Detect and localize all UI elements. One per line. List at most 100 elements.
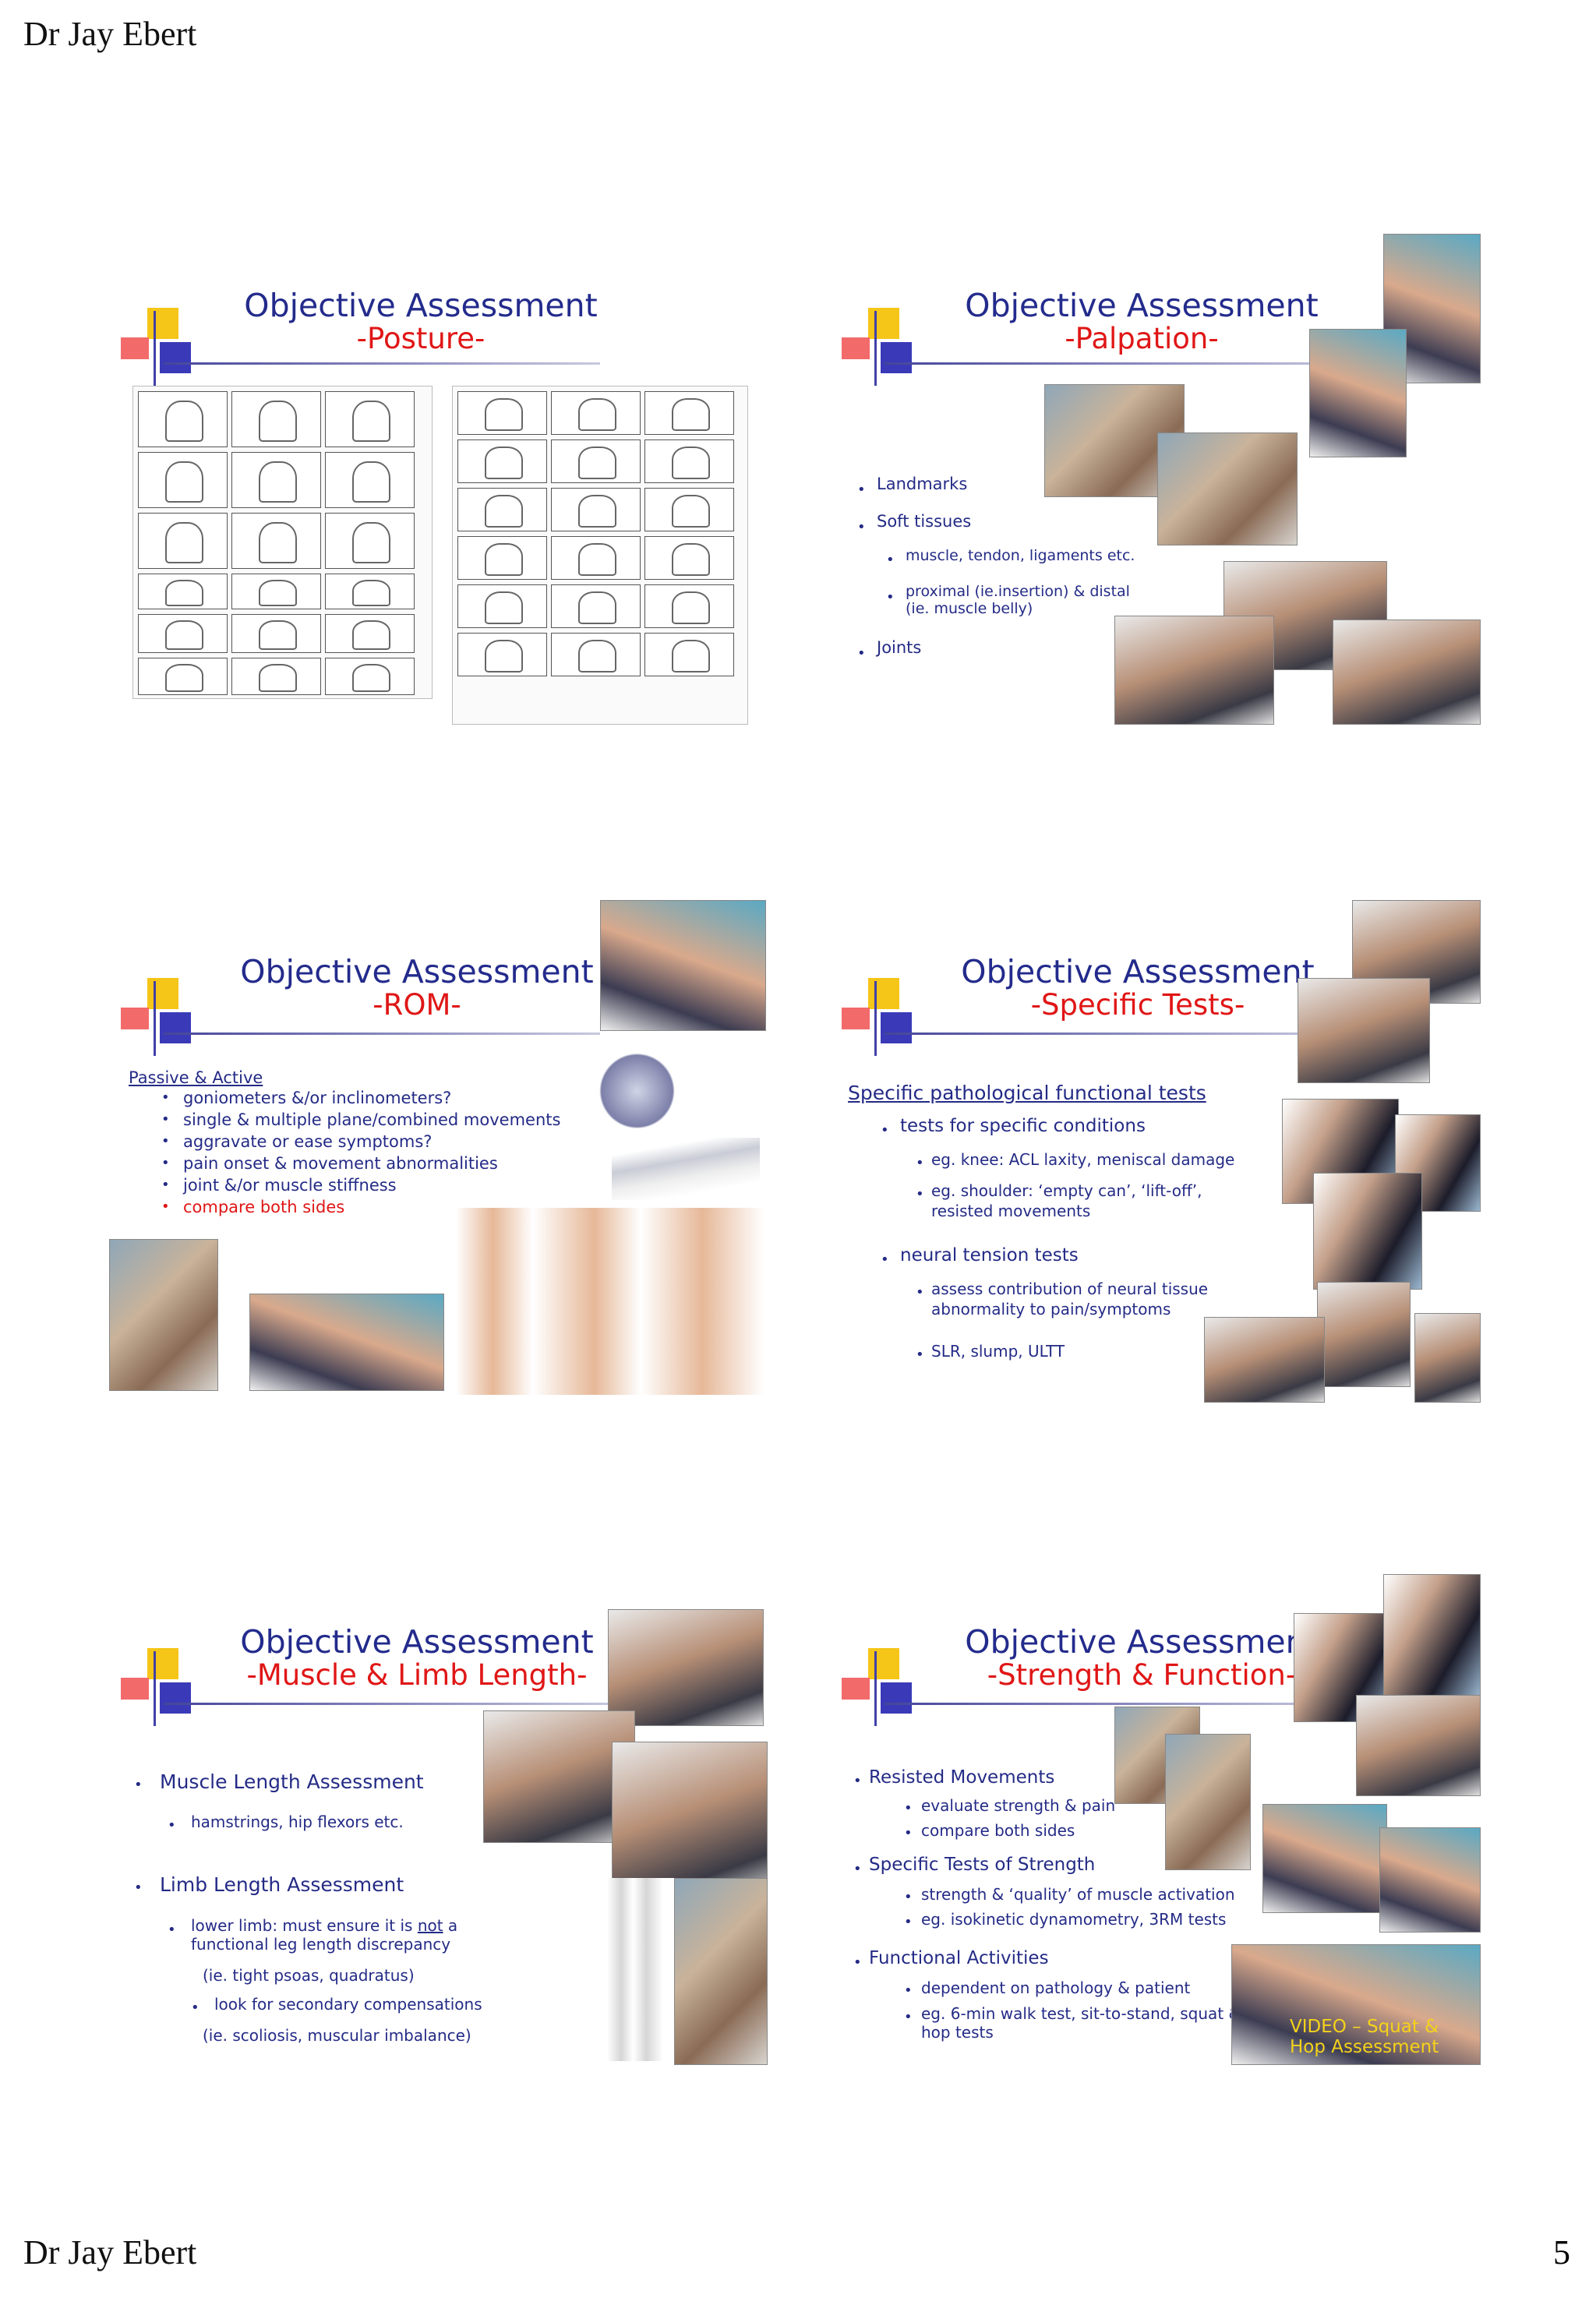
- slide-specific-tests: Objective Assessment -Specific Tests- Sp…: [842, 900, 1527, 1403]
- spine-illustration: [588, 1878, 682, 2061]
- slide-divider: [885, 1703, 1352, 1705]
- limb-text-part: lower limb: must ensure it is: [191, 1916, 418, 1935]
- slide-title: Objective Assessment: [240, 1623, 594, 1661]
- posture-chart-image-2: [452, 386, 748, 725]
- shoulder-rom-illustration: [456, 1208, 764, 1395]
- bullet-text: eg. knee: ACL laxity, meniscal damage: [931, 1150, 1235, 1169]
- slide-divider: [885, 1033, 1344, 1035]
- slide-title: Objective Assessment: [965, 1623, 1319, 1661]
- spine-palpation-photo: [1114, 616, 1274, 725]
- slide-title: Objective Assessment: [961, 953, 1315, 990]
- slide-logo: [842, 1648, 920, 1726]
- bullet-text: Soft tissues: [877, 512, 972, 531]
- goniometer-image: [612, 1138, 760, 1200]
- slide-subtitle: -Muscle & Limb Length-: [246, 1658, 588, 1692]
- bullet-text: neural tension tests: [900, 1245, 1079, 1265]
- bullet-text: eg. 6-min walk test, sit-to-stand, squat…: [921, 2004, 1241, 2042]
- slide-logo: [842, 308, 920, 386]
- bullet-text: tests for specific conditions: [900, 1116, 1146, 1136]
- bullet-text: (ie. tight psoas, quadratus): [203, 1966, 415, 1985]
- rom-item: joint &/or muscle stiffness: [183, 1176, 397, 1195]
- bullet-text: dependent on pathology & patient: [921, 1979, 1191, 1997]
- goniometer-image: [588, 1048, 686, 1134]
- bullet-text: Specific Tests of Strength: [869, 1855, 1096, 1875]
- slide-posture: Objective Assessment -Posture-: [117, 277, 803, 768]
- page-header-author: Dr Jay Ebert: [23, 15, 197, 53]
- slide-subtitle: -Specific Tests-: [1030, 988, 1245, 1022]
- specific-tests-heading: Specific pathological functional tests: [848, 1082, 1206, 1104]
- patient-photo: [1309, 329, 1407, 457]
- slide-logo: [121, 308, 199, 386]
- specific-test-photo: [1298, 978, 1430, 1083]
- bullet-text: Limb Length Assessment: [160, 1873, 404, 1896]
- bullet-text: lower limb: must ensure it is not a func…: [191, 1916, 471, 1954]
- rom-item: goniometers &/or inclinometers?: [183, 1089, 452, 1107]
- muscle-length-photo: [483, 1710, 635, 1843]
- bullet-text: Joints: [877, 638, 922, 657]
- knee-photo: [1165, 1734, 1251, 1870]
- slide-title: Objective Assessment: [965, 287, 1319, 324]
- slide-strength-function: Objective Assessment -Strength & Functio…: [838, 1574, 1524, 2065]
- limb-length-photo: [674, 1878, 768, 2065]
- rom-item: single & multiple plane/combined movemen…: [183, 1110, 561, 1129]
- dynamometry-photo: [1379, 1827, 1481, 1933]
- knee-palpation-photo: [1157, 432, 1298, 545]
- strength-photo: [1356, 1695, 1481, 1796]
- slide-divider: [164, 1033, 600, 1035]
- neural-test-photo: [1414, 1313, 1481, 1403]
- slide-subtitle: -Palpation-: [1065, 322, 1219, 355]
- bullet-text: (ie. scoliosis, muscular imbalance): [203, 2026, 471, 2045]
- bullet-text: eg. isokinetic dynamometry, 3RM tests: [921, 1910, 1227, 1929]
- posture-chart-image: [132, 386, 433, 699]
- bullet-text: strength & ‘quality’ of muscle activatio…: [921, 1885, 1235, 1904]
- slide-divider: [164, 1703, 623, 1705]
- shoulder-test-photo: [1313, 1173, 1422, 1290]
- bullet-text: assess contribution of neural tissue abn…: [931, 1280, 1209, 1318]
- rom-heading: Passive & Active: [129, 1068, 263, 1087]
- bullet-text: compare both sides: [921, 1821, 1075, 1840]
- video-label[interactable]: VIDEO – Squat & Hop Assessment: [1290, 2017, 1439, 2057]
- rom-photo: [600, 900, 766, 1031]
- bullet-text: SLR, slump, ULTT: [931, 1342, 1065, 1361]
- spine-palpation-photo: [1333, 620, 1481, 725]
- bullet-text: hamstrings, hip flexors etc.: [191, 1813, 404, 1831]
- neural-test-photo: [1317, 1282, 1411, 1387]
- slide-muscle-limb-length: Objective Assessment -Muscle & Limb Leng…: [113, 1574, 799, 2065]
- bullet-text: Landmarks: [877, 475, 968, 493]
- bullet-text: evaluate strength & pain: [921, 1796, 1116, 1815]
- rom-item: aggravate or ease symptoms?: [183, 1132, 433, 1151]
- bullet-text: look for secondary compensations: [214, 1995, 482, 2014]
- limb-text-part: a functional leg length discrepancy: [191, 1916, 458, 1954]
- slide-logo: [842, 978, 920, 1056]
- page-footer-author: Dr Jay Ebert: [23, 2233, 197, 2272]
- rom-item: pain onset & movement abnormalities: [183, 1154, 498, 1173]
- dynamometry-photo: [1262, 1804, 1387, 1913]
- slide-subtitle: -Posture-: [356, 322, 486, 355]
- slide-logo: [121, 1648, 199, 1726]
- strength-photo: [1383, 1574, 1481, 1699]
- bullet-text: proximal (ie.insertion) & distal (ie. mu…: [906, 583, 1130, 617]
- limb-text-emphasis: not: [417, 1916, 443, 1935]
- slide-divider: [885, 362, 1368, 365]
- bullet-text: Resisted Movements: [869, 1767, 1055, 1788]
- page-number: 5: [1553, 2233, 1570, 2272]
- slide-logo: [121, 978, 199, 1056]
- slide-subtitle: -ROM-: [373, 988, 461, 1022]
- slide-divider: [164, 362, 600, 365]
- bullet-text: Functional Activities: [869, 1948, 1049, 1968]
- bullet-text: muscle, tendon, ligaments etc.: [906, 547, 1135, 564]
- neural-test-photo: [1204, 1317, 1325, 1403]
- muscle-length-photo: [608, 1609, 764, 1726]
- bullet-text: Muscle Length Assessment: [160, 1770, 424, 1793]
- slide-palpation: Objective Assessment -Palpation- • Landm…: [838, 234, 1524, 725]
- slide-title: Objective Assessment: [244, 287, 598, 324]
- bullet-text: eg. shoulder: ‘empty can’, ‘lift-off’, r…: [931, 1181, 1202, 1220]
- muscle-length-photo: [612, 1742, 768, 1897]
- rom-item: compare both sides: [183, 1198, 345, 1216]
- slide-title: Objective Assessment: [240, 953, 594, 990]
- slide-rom: Objective Assessment -ROM- Passive & Act…: [109, 900, 799, 1395]
- forward-bend-photo: [109, 1239, 218, 1391]
- sit-reach-photo: [249, 1294, 444, 1391]
- squat-hop-video[interactable]: [1231, 1944, 1481, 2065]
- slide-subtitle: -Strength & Function-: [987, 1658, 1297, 1692]
